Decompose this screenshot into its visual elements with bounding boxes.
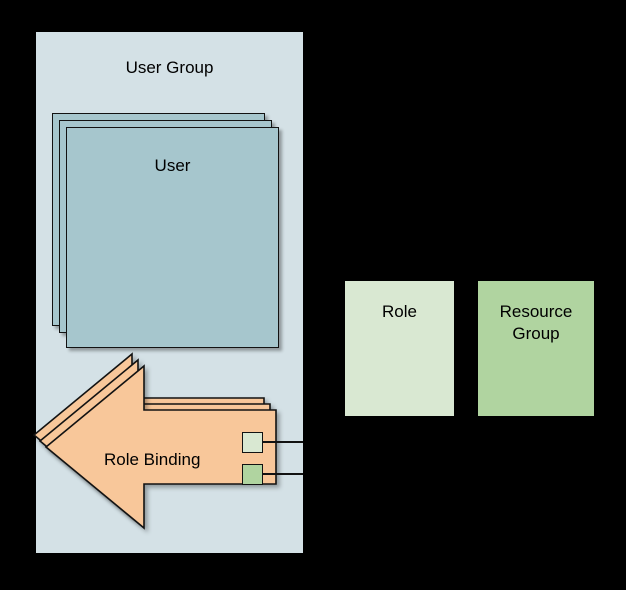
role-binding-stack[interactable] — [32, 352, 294, 540]
role-port-square[interactable] — [242, 432, 263, 453]
resource-group-box[interactable]: Resource Group — [478, 281, 594, 416]
user-card-front[interactable]: User — [66, 127, 279, 348]
connector-role-binding-to-role — [262, 441, 303, 443]
role-box-label: Role — [382, 302, 417, 321]
user-label: User — [154, 156, 191, 175]
resource-group-box-label: Resource Group — [499, 302, 573, 343]
role-binding-arrow-front[interactable] — [44, 364, 294, 540]
role-binding-label: Role Binding — [104, 450, 201, 469]
role-box[interactable]: Role — [345, 281, 454, 416]
user-group-label: User Group — [125, 58, 214, 77]
connector-role-binding-to-resource-group — [262, 473, 303, 475]
resource-group-port-square[interactable] — [242, 464, 263, 485]
